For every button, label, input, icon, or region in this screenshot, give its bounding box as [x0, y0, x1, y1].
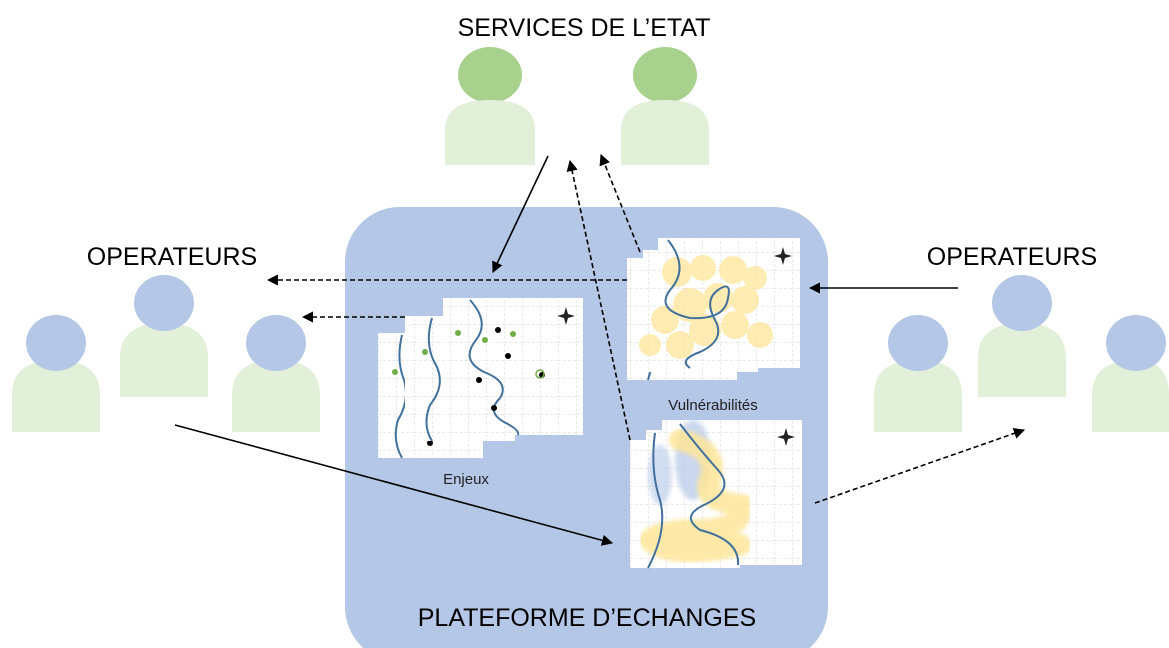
- vulnerability-zones: [639, 255, 773, 359]
- arrow-left-operators-to-hazard: [174, 424, 614, 546]
- left-operator-3: [232, 315, 320, 432]
- state-services-label: SERVICES DE L’ETAT: [458, 14, 711, 42]
- vulnerabilities-map-stack: [627, 238, 800, 381]
- state-services-group: [445, 47, 709, 165]
- right-operators-label: OPERATEURS: [927, 243, 1097, 271]
- stakes-map-label: Enjeux: [443, 471, 489, 488]
- right-operator-3: [1092, 315, 1169, 432]
- arrow-vulnerabilities-to-state: [599, 153, 641, 253]
- state-person-1: [445, 47, 535, 165]
- compass-rose-icon: [777, 428, 795, 446]
- right-operators-group: [874, 275, 1169, 432]
- compass-rose-icon: [774, 247, 792, 265]
- vulnerabilities-map-label: Vulnérabilités: [668, 397, 758, 414]
- stakes-map-sheet-1: [443, 298, 583, 436]
- flow-arrows: [174, 153, 1026, 546]
- right-operator-2: [978, 275, 1066, 397]
- compass-rose-icon: [557, 307, 575, 325]
- arrow-hazard-to-right-operators: [814, 428, 1026, 504]
- stakes-map-stack: [378, 298, 583, 459]
- left-operator-2: [120, 275, 208, 397]
- state-person-2: [621, 47, 709, 165]
- left-operators-group: [12, 275, 320, 432]
- arrow-state-to-stakes: [492, 155, 549, 274]
- hazard-map-stack: [630, 420, 802, 569]
- platform-label: PLATEFORME D’ECHANGES: [418, 604, 756, 632]
- right-operator-1: [874, 315, 962, 432]
- left-operators-label: OPERATEURS: [87, 243, 257, 271]
- left-operator-1: [12, 315, 100, 432]
